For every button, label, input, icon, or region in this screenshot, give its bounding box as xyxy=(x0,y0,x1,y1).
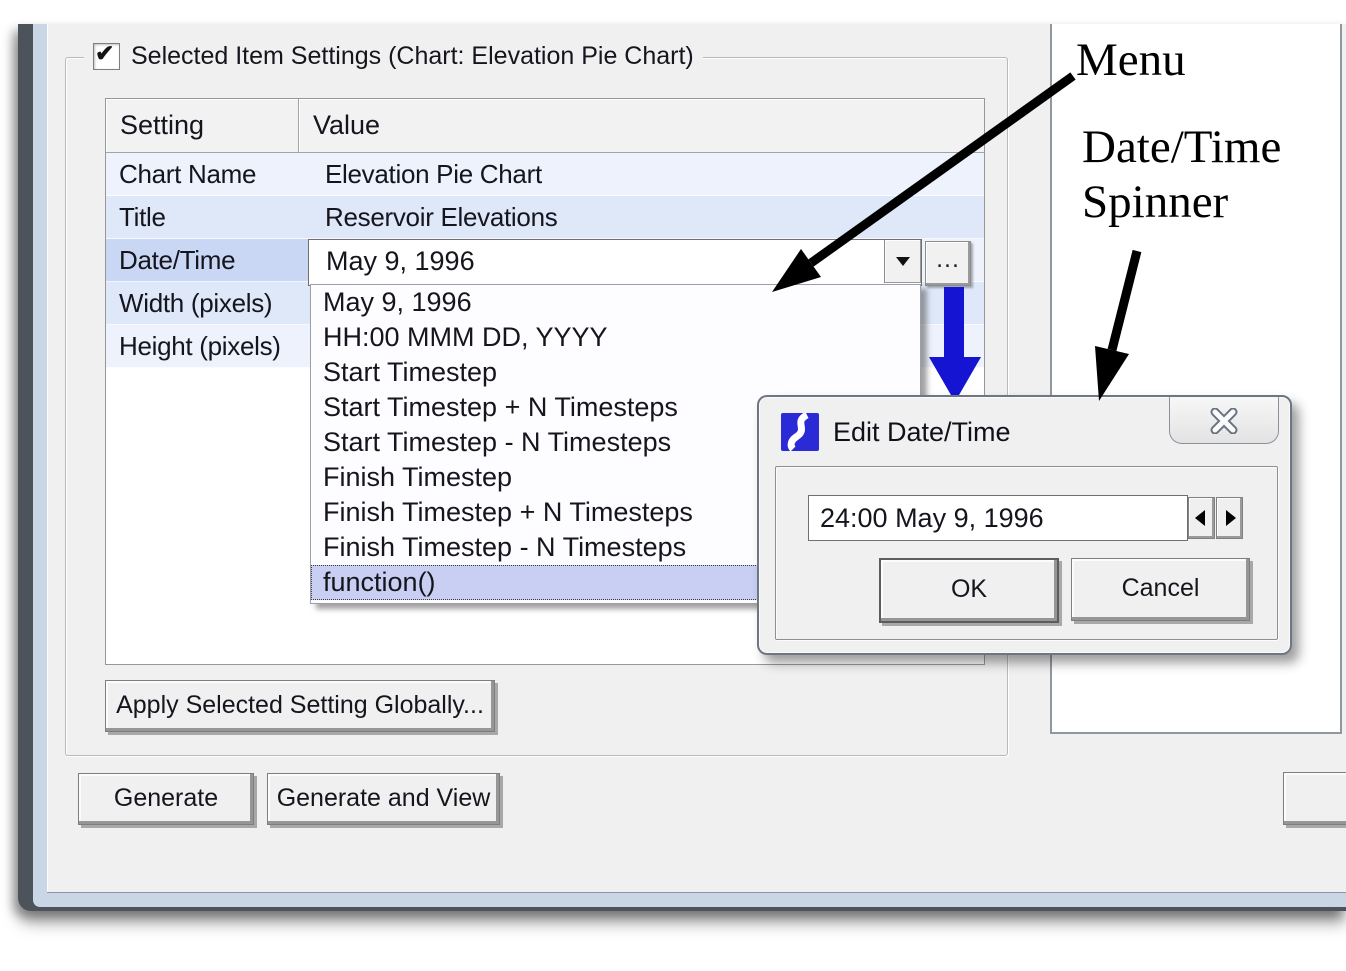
datetime-spinner-launch-button[interactable]: ... xyxy=(925,241,971,286)
blue-callout-arrow xyxy=(944,287,964,358)
spinner-annotation-line1: Date/Time xyxy=(1082,121,1282,173)
column-header-value[interactable]: Value xyxy=(299,99,984,152)
datetime-combobox[interactable]: May 9, 1996 xyxy=(308,239,922,286)
combobox-dropdown-button[interactable] xyxy=(884,240,921,283)
menu-item[interactable]: Finish Timestep - N Timesteps xyxy=(323,532,687,562)
dialog-title: Edit Date/Time xyxy=(833,417,1011,447)
setting-cell[interactable]: Height (pixels) xyxy=(106,325,311,368)
spinner-annotation-label: Date/Time Spinner xyxy=(1082,120,1281,230)
setting-cell[interactable]: Chart Name xyxy=(106,153,311,196)
groupbox-title: Selected Item Settings (Chart: Elevation… xyxy=(131,42,694,70)
value-cell[interactable]: Elevation Pie Chart xyxy=(311,153,984,196)
ok-button[interactable]: OK xyxy=(879,558,1059,623)
selected-item-settings-checkbox[interactable]: ✔ xyxy=(93,40,120,70)
chevron-down-icon xyxy=(896,257,910,273)
table-header-row: Setting Value xyxy=(106,99,984,153)
menu-item[interactable]: Start Timestep + N Timesteps xyxy=(323,392,678,422)
menu-item[interactable]: HH:00 MMM DD, YYYY xyxy=(323,322,608,352)
generate-and-view-button[interactable]: Generate and View xyxy=(267,773,500,825)
menu-annotation-label: Menu xyxy=(1076,34,1186,86)
datetime-combobox-value: May 9, 1996 xyxy=(326,246,475,276)
groupbox-header: ✔ Selected Item Settings (Chart: Elevati… xyxy=(84,40,703,73)
table-row[interactable]: Title Reservoir Elevations xyxy=(106,196,984,239)
datetime-spinner-field[interactable]: 24:00 May 9, 1996 xyxy=(808,495,1188,541)
setting-cell[interactable]: Date/Time xyxy=(106,239,311,282)
apply-selected-setting-globally-button[interactable]: Apply Selected Setting Globally... xyxy=(105,680,495,732)
spinner-increment-button[interactable] xyxy=(1216,497,1243,539)
menu-item[interactable]: Start Timestep - N Timesteps xyxy=(323,427,672,457)
x-icon xyxy=(1210,408,1238,434)
checkmark-icon: ✔ xyxy=(95,40,115,66)
menu-item[interactable]: May 9, 1996 xyxy=(323,287,472,317)
column-header-setting[interactable]: Setting xyxy=(106,99,299,152)
spinner-annotation-line2: Spinner xyxy=(1082,176,1229,228)
cancel-button[interactable]: Cancel xyxy=(1071,558,1250,621)
menu-item[interactable]: Start Timestep xyxy=(323,357,498,387)
spinner-decrement-button[interactable] xyxy=(1188,497,1215,539)
cropped-button[interactable] xyxy=(1283,772,1346,825)
arrow-left-icon xyxy=(1195,510,1205,526)
riverware-logo-icon xyxy=(781,413,819,451)
menu-item[interactable]: Finish Timestep + N Timesteps xyxy=(323,497,693,527)
table-row[interactable]: Chart Name Elevation Pie Chart xyxy=(106,153,984,196)
blue-callout-arrowhead xyxy=(929,357,981,402)
menu-item[interactable]: Finish Timestep xyxy=(323,462,513,492)
close-button[interactable] xyxy=(1169,397,1279,444)
generate-button[interactable]: Generate xyxy=(78,773,254,825)
setting-cell[interactable]: Title xyxy=(106,196,311,239)
value-cell[interactable]: Reservoir Elevations xyxy=(311,196,984,239)
dialog-inner-frame xyxy=(775,466,1278,640)
arrow-right-icon xyxy=(1226,510,1236,526)
setting-cell[interactable]: Width (pixels) xyxy=(106,282,311,325)
